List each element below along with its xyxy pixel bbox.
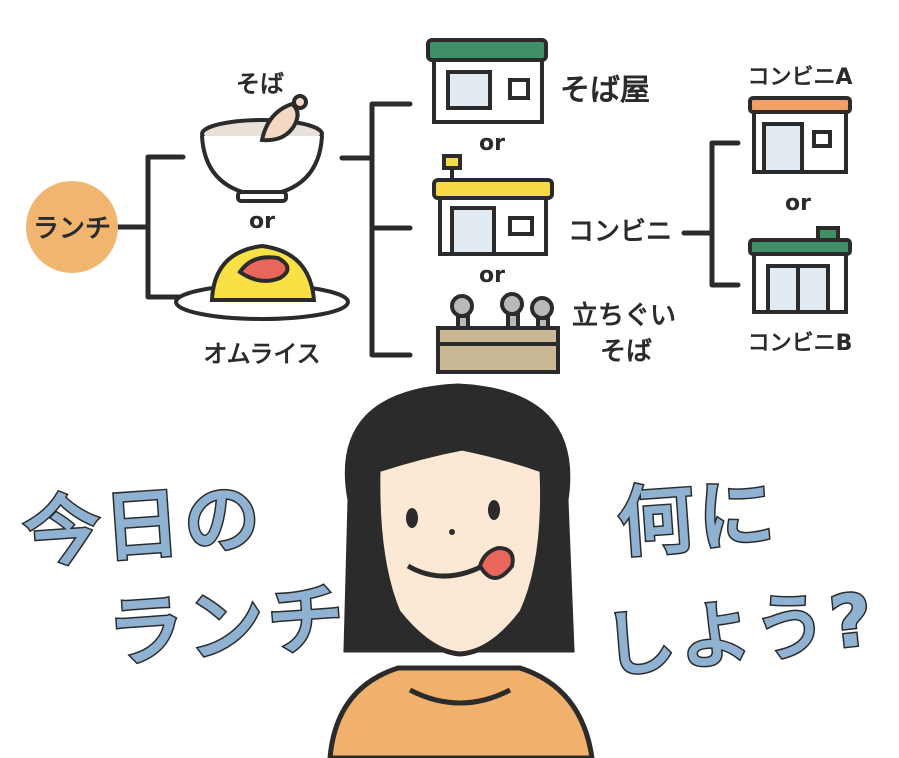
root-circle (26, 181, 118, 273)
convenience-label-a: コンビニA (747, 65, 852, 90)
convenience-a-icon (748, 96, 852, 174)
convenience-connector (681, 140, 741, 288)
convenience-b-icon (748, 226, 852, 314)
dish-label-omurice: オムライス (203, 340, 320, 368)
root-label: ランチ (33, 214, 111, 244)
omurice-icon (174, 243, 350, 321)
root-connector (115, 154, 186, 300)
or-label-dish: or (249, 209, 275, 234)
convenience-label-b: コンビニB (748, 331, 853, 356)
headline-right-line2: しよう? (599, 577, 880, 689)
convenience-store-icon (432, 154, 554, 256)
or-label-convenience: or (785, 191, 811, 216)
standing-soba-counter-icon (436, 292, 560, 374)
headline-right-line1: 何に (615, 468, 781, 568)
girl-illustration (327, 383, 595, 758)
dish-label-soba: そば (236, 70, 284, 98)
soba-bowl-icon (200, 94, 324, 203)
dish-connector (339, 101, 413, 358)
place-label-standing-soba-1: 立ちぐい (572, 300, 676, 331)
or-label-place-1: or (479, 131, 505, 156)
soba-shop-icon (426, 38, 548, 124)
headline-left-line2: ランチ (105, 572, 351, 678)
headline-left-line1: 今日の (21, 472, 267, 578)
place-label-standing-soba-2: そば (600, 337, 652, 367)
place-label-soba-shop: そば屋 (560, 73, 650, 108)
or-label-place-2: or (479, 263, 505, 288)
place-label-convenience: コンビニ (568, 217, 672, 247)
